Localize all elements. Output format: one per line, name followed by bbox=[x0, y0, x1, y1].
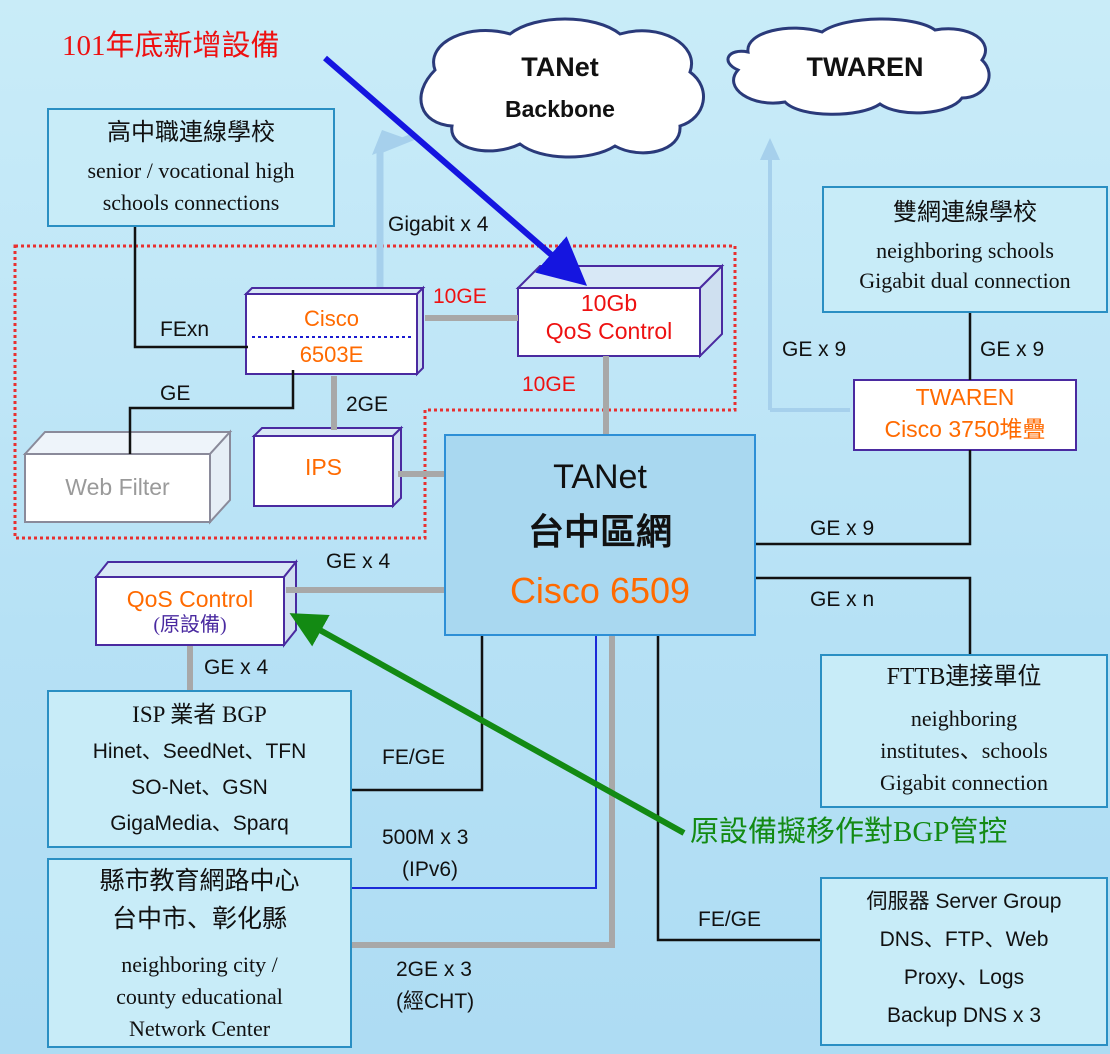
web-filter-cube bbox=[22, 429, 233, 525]
uplink-arrows bbox=[372, 130, 850, 412]
tanet-backbone-cloud bbox=[419, 17, 705, 159]
core-router-box bbox=[444, 434, 756, 636]
twaren-switch-line1: TWAREN bbox=[915, 384, 1015, 410]
link-2ge-x3: 2GE x 3 bbox=[396, 958, 472, 981]
link-gex9-core: GE x 9 bbox=[810, 517, 875, 540]
link-2ge: 2GE bbox=[346, 393, 389, 416]
county-en2: county educational bbox=[116, 984, 283, 1009]
high-school-en2: schools connections bbox=[102, 190, 280, 215]
fttb-en1: neighboring bbox=[910, 706, 1018, 731]
fttb-en2: institutes、schools bbox=[880, 738, 1048, 763]
high-school-zh: 高中職連線學校 bbox=[107, 120, 275, 146]
qos-original-line1: QoS Control bbox=[126, 586, 254, 612]
cisco-6503-cube bbox=[243, 285, 426, 377]
link-gigabit-x4: Gigabit x 4 bbox=[388, 213, 489, 236]
link-gex4-core: GE x 4 bbox=[326, 550, 391, 573]
new-equipment-label: 101年底新增設備 bbox=[62, 30, 280, 62]
server-line4: Backup DNS x 3 bbox=[886, 1004, 1042, 1027]
server-line1: 伺服器 Server Group bbox=[866, 890, 1062, 913]
high-school-en1: senior / vocational high bbox=[87, 158, 295, 183]
migrate-note-label: 原設備擬移作對BGP管控 bbox=[690, 816, 1008, 848]
link-ipv6: (IPv6) bbox=[402, 858, 459, 881]
qos10g-line2: QoS Control bbox=[545, 318, 673, 344]
isp-title: ISP 業者 BGP bbox=[132, 702, 267, 727]
link-gex9-left: GE x 9 bbox=[782, 338, 847, 361]
qos10g-line1: 10Gb bbox=[580, 290, 638, 316]
fttb-box bbox=[820, 654, 1108, 808]
core-line3: Cisco 6509 bbox=[509, 570, 691, 611]
tanet-cloud-line2: Backbone bbox=[505, 96, 615, 122]
migrate-arrow bbox=[289, 613, 686, 836]
link-fege-isp: FE/GE bbox=[382, 746, 446, 769]
isp-line2: SO-Net、GSN bbox=[131, 776, 268, 799]
fttb-en3: Gigabit connection bbox=[879, 770, 1048, 795]
core-line1: TANet bbox=[553, 458, 647, 496]
twaren-cloud bbox=[726, 17, 991, 116]
core-line2: 台中區網 bbox=[527, 512, 672, 552]
link-fege-server: FE/GE bbox=[698, 908, 762, 931]
qos-original-cube bbox=[93, 559, 299, 648]
fttb-zh: FTTB連接單位 bbox=[886, 664, 1042, 690]
county-en3: Network Center bbox=[128, 1016, 271, 1041]
county-box bbox=[47, 858, 352, 1048]
county-en1: neighboring city / bbox=[121, 952, 278, 977]
tanet-cloud-line1: TANet bbox=[521, 52, 599, 82]
cisco6503-line1: Cisco bbox=[303, 306, 359, 331]
link-gex4-isp: GE x 4 bbox=[204, 656, 269, 679]
link-fexn: FExn bbox=[160, 318, 210, 341]
new-equipment-zone bbox=[13, 244, 737, 540]
dual-school-box bbox=[822, 186, 1108, 313]
link-cht: (經CHT) bbox=[396, 990, 475, 1013]
cisco6503-line2: 6503E bbox=[299, 342, 364, 367]
isp-line3: GigaMedia、Sparq bbox=[110, 812, 289, 835]
new-equipment-arrow bbox=[323, 55, 588, 286]
twaren-switch-cube bbox=[853, 379, 1077, 451]
isp-box bbox=[47, 690, 352, 848]
twaren-cloud-label: TWAREN bbox=[806, 52, 924, 82]
link-500m: 500M x 3 bbox=[382, 826, 469, 849]
isp-line1: Hinet、SeedNet、TFN bbox=[92, 740, 307, 763]
link-10ge-top: 10GE bbox=[433, 285, 487, 308]
dual-school-en2: Gigabit dual connection bbox=[859, 268, 1071, 293]
link-gex9-right: GE x 9 bbox=[980, 338, 1045, 361]
dual-school-zh: 雙網連線學校 bbox=[893, 200, 1037, 226]
ips-cube bbox=[251, 425, 404, 509]
dual-school-en1: neighboring schools bbox=[876, 238, 1054, 263]
county-zh2: 台中市、彰化縣 bbox=[111, 906, 287, 933]
qos-original-line2: (原設備) bbox=[153, 614, 227, 636]
link-gexn: GE x n bbox=[810, 588, 875, 611]
twaren-switch-line2: Cisco 3750堆疊 bbox=[884, 416, 1046, 442]
ips-label: IPS bbox=[304, 454, 343, 480]
server-line3: Proxy、Logs bbox=[903, 966, 1025, 989]
web-filter-label: Web Filter bbox=[65, 474, 170, 500]
link-ge-webfilter: GE bbox=[160, 382, 191, 405]
high-school-box bbox=[47, 108, 335, 227]
connection-lines bbox=[128, 227, 972, 948]
county-zh1: 縣市教育網路中心 bbox=[99, 868, 300, 895]
server-box bbox=[820, 877, 1108, 1046]
link-10ge-down: 10GE bbox=[522, 373, 576, 396]
server-line2: DNS、FTP、Web bbox=[879, 928, 1049, 951]
